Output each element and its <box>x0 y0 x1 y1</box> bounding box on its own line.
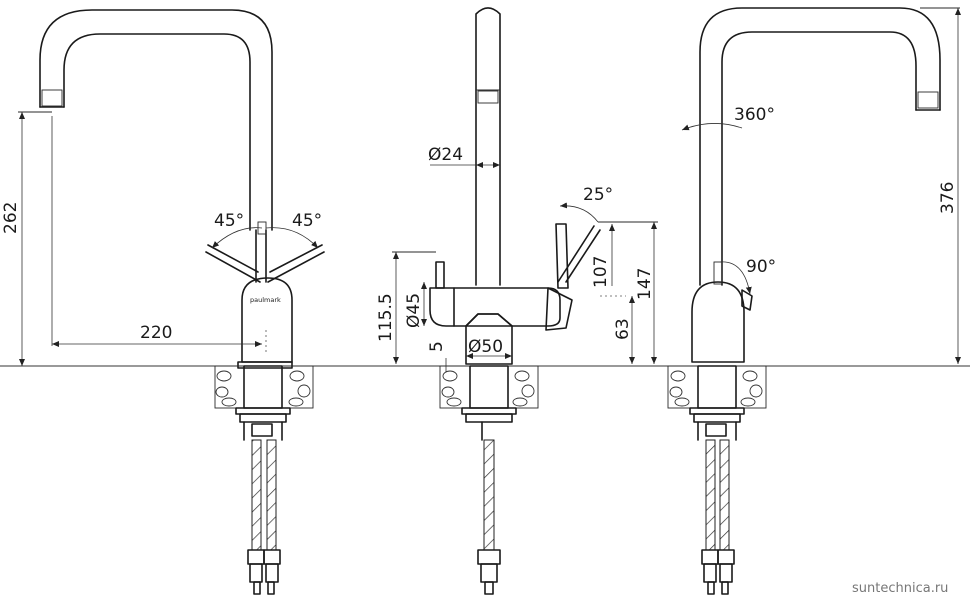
side-lever-top: 147 <box>635 268 655 300</box>
back-lever-angle: 90° <box>746 257 776 277</box>
front-angle-left: 45° <box>214 211 244 231</box>
side-body-diameter: Ø45 <box>404 293 424 328</box>
side-lever-angle: 25° <box>583 185 613 205</box>
front-height-label: 262 <box>1 202 21 234</box>
side-countertop-stones <box>439 365 539 409</box>
front-angle-right: 45° <box>292 211 322 231</box>
side-outlet-height: 63 <box>613 318 633 340</box>
side-lever-height: 107 <box>591 256 611 288</box>
brand-logo: paulmark <box>250 296 281 304</box>
front-reach-label: 220 <box>140 323 172 343</box>
back-total-height: 376 <box>938 182 958 214</box>
side-body-height: 115.5 <box>376 293 396 342</box>
side-view: Ø24 25° 115.5 Ø45 5 Ø50 107 147 63 <box>376 7 658 595</box>
side-base-height: 5 <box>427 341 447 352</box>
back-rotation-label: 360° <box>734 105 775 125</box>
side-base-diameter: Ø50 <box>468 337 503 357</box>
back-view: 360° 90° 376 <box>667 7 961 595</box>
back-countertop-stones <box>667 365 767 409</box>
front-countertop-stones <box>214 365 314 409</box>
front-view: paulmark 262 220 45° 45° <box>1 9 325 595</box>
watermark: suntechnica.ru <box>852 581 948 596</box>
side-spout-diameter: Ø24 <box>428 145 463 165</box>
